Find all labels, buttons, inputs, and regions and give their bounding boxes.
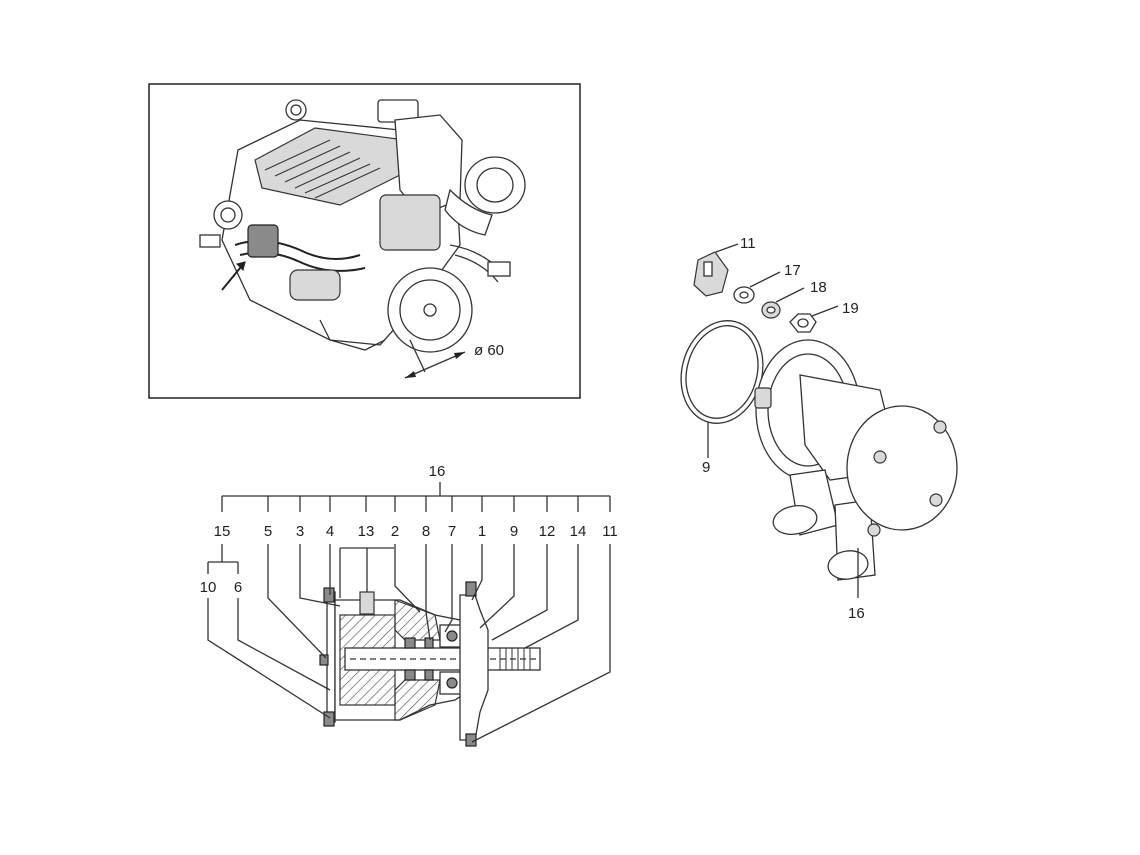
callout-7: 7 <box>448 523 456 540</box>
callout-14: 14 <box>570 523 587 540</box>
callout-10: 10 <box>200 579 217 596</box>
pump-section-view: 16 15 5 3 4 13 2 8 7 1 9 12 14 <box>200 463 618 747</box>
bracket-ticks <box>221 496 611 512</box>
callout-12: 12 <box>539 523 556 540</box>
part-19-nut <box>789 313 817 333</box>
diameter-label: ø 60 <box>474 342 504 359</box>
callout-5: 5 <box>264 523 272 540</box>
engine-overview-panel: ø 60 <box>148 83 581 399</box>
exploded-label-19: 19 <box>842 300 859 317</box>
callout-6: 6 <box>234 579 242 596</box>
exploded-leader-lines <box>707 243 859 598</box>
callout-8: 8 <box>422 523 430 540</box>
exploded-label-16: 16 <box>848 605 865 622</box>
callout-3: 3 <box>296 523 304 540</box>
exploded-label-18: 18 <box>810 279 827 296</box>
callout-1: 1 <box>478 523 486 540</box>
pump-cross-section <box>319 547 541 747</box>
section-leader-lines <box>207 544 611 743</box>
callout-11: 11 <box>602 523 618 540</box>
pump-exploded-view: 11 17 18 19 9 16 <box>680 235 958 622</box>
callout-15: 15 <box>214 523 231 540</box>
section-group-label: 16 <box>429 463 446 480</box>
exploded-label-17: 17 <box>784 262 801 279</box>
diameter-dimension: ø 60 <box>404 339 504 379</box>
part-17-washer <box>733 286 755 304</box>
engine-illustration <box>199 99 526 353</box>
callout-13: 13 <box>358 523 375 540</box>
callout-4: 4 <box>326 523 334 540</box>
callout-9: 9 <box>510 523 518 540</box>
exploded-label-9: 9 <box>702 459 710 476</box>
exploded-label-11: 11 <box>740 235 756 252</box>
highlighted-pump <box>247 224 279 258</box>
callout-2: 2 <box>391 523 399 540</box>
part-16-pump-assembly <box>754 339 958 581</box>
